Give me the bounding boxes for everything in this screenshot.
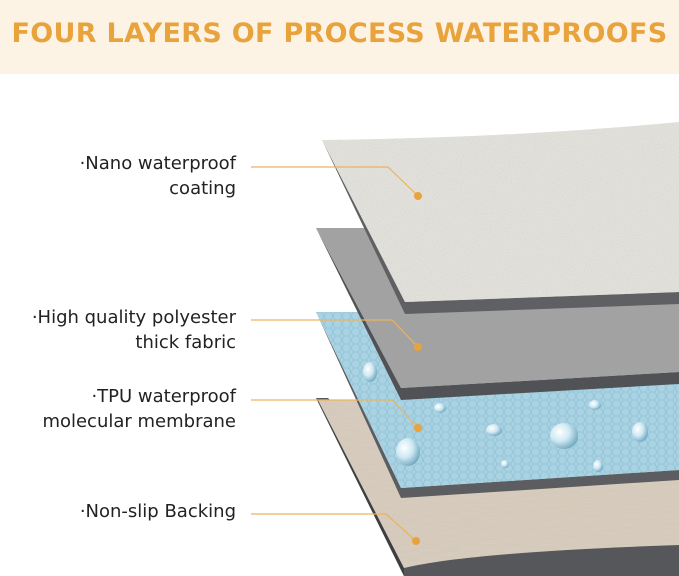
label-backing: ·Non-slip Backing bbox=[80, 499, 236, 524]
water-drop-icon bbox=[589, 400, 601, 410]
label-polyester: ·High quality polyester thick fabric bbox=[32, 305, 236, 355]
water-drop-icon bbox=[434, 403, 446, 413]
water-drop-icon bbox=[486, 424, 502, 436]
page-title: FOUR LAYERS OF PROCESS WATERPROOFS bbox=[11, 18, 668, 49]
label-line: ·TPU waterproof bbox=[91, 386, 236, 407]
label-coating: ·Nano waterproof coating bbox=[80, 151, 236, 201]
label-line: molecular membrane bbox=[42, 411, 236, 432]
water-drop-icon bbox=[593, 460, 603, 472]
water-drop-icon bbox=[363, 362, 377, 382]
water-drop-icon bbox=[396, 438, 420, 466]
leader-line-polyester bbox=[251, 319, 422, 351]
leader-line-coating bbox=[251, 166, 422, 200]
title-banner: FOUR LAYERS OF PROCESS WATERPROOFS bbox=[0, 0, 679, 74]
label-line: ·High quality polyester bbox=[31, 307, 236, 328]
label-line: coating bbox=[169, 178, 236, 199]
label-line: thick fabric bbox=[135, 332, 236, 353]
leader-line-tpu bbox=[251, 399, 422, 432]
leader-line-backing bbox=[251, 513, 420, 545]
water-drop-icon bbox=[501, 460, 509, 468]
water-drop-icon bbox=[550, 423, 578, 449]
layer-coating bbox=[322, 122, 679, 314]
label-line: ·Non-slip Backing bbox=[79, 501, 236, 522]
label-line: ·Nano waterproof bbox=[79, 153, 236, 174]
label-tpu: ·TPU waterproof molecular membrane bbox=[42, 384, 236, 434]
water-drop-icon bbox=[632, 422, 648, 442]
